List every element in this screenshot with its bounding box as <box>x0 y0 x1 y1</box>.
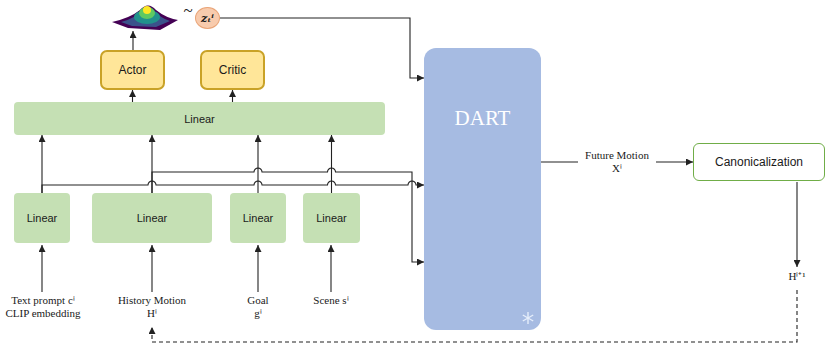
output-arrow <box>796 182 797 267</box>
input-label: History Motion Hⁱ <box>114 294 190 320</box>
linear-box: Linear <box>303 193 360 243</box>
noise-circle: zₜⁱ <box>195 7 220 29</box>
connector-arrow <box>232 90 233 102</box>
input-label: Scene sⁱ <box>312 294 350 307</box>
box-text: Linear <box>137 212 168 224</box>
box-text: DART <box>455 106 511 131</box>
input-arrow <box>257 245 258 292</box>
connector-arrow <box>132 90 133 102</box>
connector-arrow <box>41 135 42 193</box>
critic-box: Critic <box>200 50 265 90</box>
linear-box: Linear <box>14 193 70 243</box>
connector-arrow <box>257 135 258 193</box>
gaussian-plot <box>112 6 178 31</box>
box-text: Canonicalization <box>715 155 803 169</box>
input-label: Goal gⁱ <box>243 294 273 320</box>
box-text: Linear <box>243 212 274 224</box>
process-box: Canonicalization <box>693 143 825 181</box>
input-label: Text prompt cⁱ CLIP embedding <box>3 294 83 320</box>
input-arrow <box>41 245 42 292</box>
box-text: zₜⁱ <box>201 12 214 25</box>
linear-box: Linear <box>14 102 385 135</box>
actor-box: Actor <box>100 50 165 90</box>
input-arrow <box>330 245 331 292</box>
box-text: Linear <box>316 212 347 224</box>
model-box: DART <box>424 48 541 330</box>
linear-box: Linear <box>230 193 286 243</box>
linear-box: Linear <box>92 193 212 243</box>
box-text: Critic <box>219 63 246 77</box>
connector-arrow <box>331 135 332 193</box>
box-text: Linear <box>27 212 58 224</box>
connector-arrow <box>42 181 424 193</box>
input-arrow <box>151 245 152 292</box>
frozen-icon <box>521 311 535 325</box>
box-text: Actor <box>118 63 146 77</box>
edge-label: Future Motion Xⁱ <box>578 148 656 176</box>
actor-output-arrow <box>132 31 133 50</box>
output-label: Hⁱ⁺¹ <box>788 270 805 283</box>
tilde-symbol: ~ <box>183 4 192 17</box>
box-text: Linear <box>184 113 215 125</box>
